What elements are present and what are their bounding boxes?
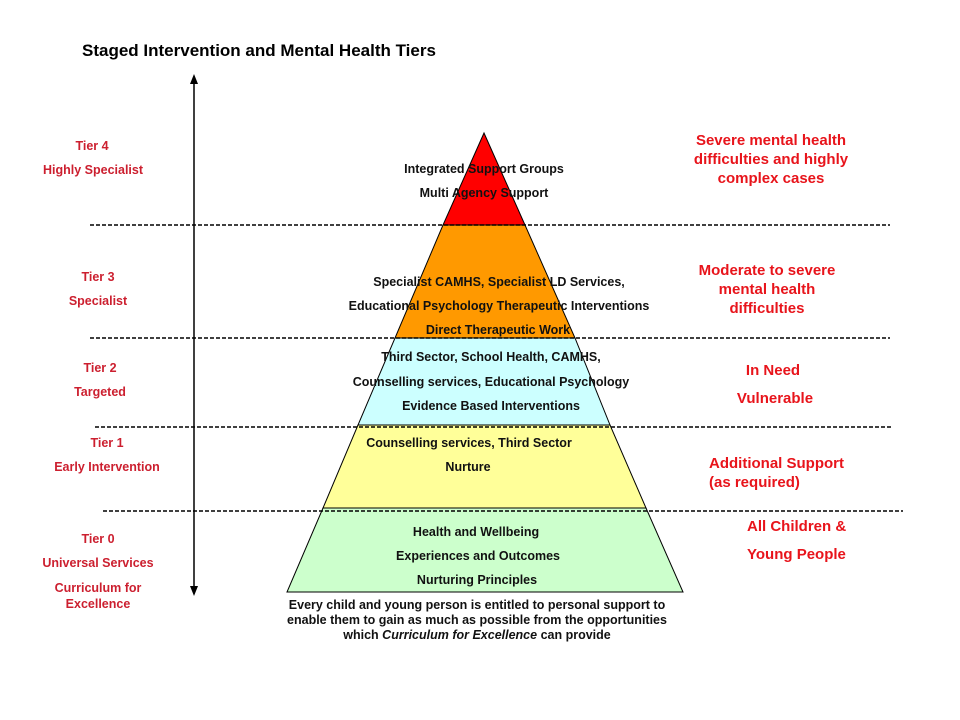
tier2-service: Evidence Based Interventions: [402, 399, 580, 413]
tier2-service: Counselling services, Educational Psycho…: [352, 375, 630, 389]
tier4-description: Severe mental health difficulties and hi…: [693, 132, 849, 187]
tier2-name: Tier 2: [83, 361, 117, 375]
tier3-service: Specialist CAMHS, Specialist LD Services…: [373, 275, 625, 289]
tier2-service: Third Sector, School Health, CAMHS,: [381, 350, 601, 364]
tier1-name: Tier 1: [90, 436, 124, 450]
footer-text: can provide: [537, 628, 611, 642]
arrow-up-icon: [190, 74, 198, 84]
footer-line: enable them to gain as much as possible …: [287, 613, 667, 627]
tier-dividers: [90, 224, 903, 512]
double-arrow: [190, 74, 198, 596]
footer-line: Every child and young person is entitled…: [288, 598, 666, 612]
tier2-level: Targeted: [74, 385, 126, 399]
tier0-level: Universal Services: [42, 556, 154, 570]
tier4-name: Tier 4: [75, 139, 109, 153]
tier0-description: Young People: [747, 546, 846, 563]
tier0-service: Nurturing Principles: [416, 573, 538, 587]
tier3-service: Educational Psychology Therapeutic Inter…: [348, 299, 650, 313]
tier2-description: In Need: [745, 362, 801, 379]
footer-line: which Curriculum for Excellence can prov…: [343, 628, 610, 642]
tier0-name: Tier 0: [81, 532, 115, 546]
tier3-description: Moderate to severe mental health difficu…: [698, 262, 836, 317]
tier1-description: (as required): [709, 474, 800, 491]
tier2-description: Vulnerable: [736, 390, 814, 407]
tier4-service: Integrated Support Groups: [404, 162, 564, 176]
tier1-service: Counselling services, Third Sector: [366, 436, 572, 450]
tier1-description: Additional Support: [709, 455, 844, 472]
tier0-service: Health and Wellbeing: [412, 525, 540, 539]
page-title: Staged Intervention and Mental Health Ti…: [82, 41, 436, 60]
tier4-band: [442, 131, 526, 226]
tier1-level: Early Intervention: [54, 460, 160, 474]
footer-emphasis: Curriculum for Excellence: [382, 628, 538, 642]
footer-text: which: [343, 628, 383, 642]
tier3-level: Specialist: [68, 294, 128, 308]
tier1-service: Nurture: [445, 460, 491, 474]
tier0-level2: Curriculum for Excellence: [54, 581, 142, 611]
tier4-service: Multi Agency Support: [419, 186, 549, 200]
tier0-service: Experiences and Outcomes: [396, 549, 560, 563]
tier4-level: Highly Specialist: [42, 163, 144, 177]
tier3-service: Direct Therapeutic Work: [425, 323, 571, 337]
tier3-name: Tier 3: [81, 270, 115, 284]
arrow-down-icon: [190, 586, 198, 596]
tier0-description: All Children &: [747, 518, 847, 535]
